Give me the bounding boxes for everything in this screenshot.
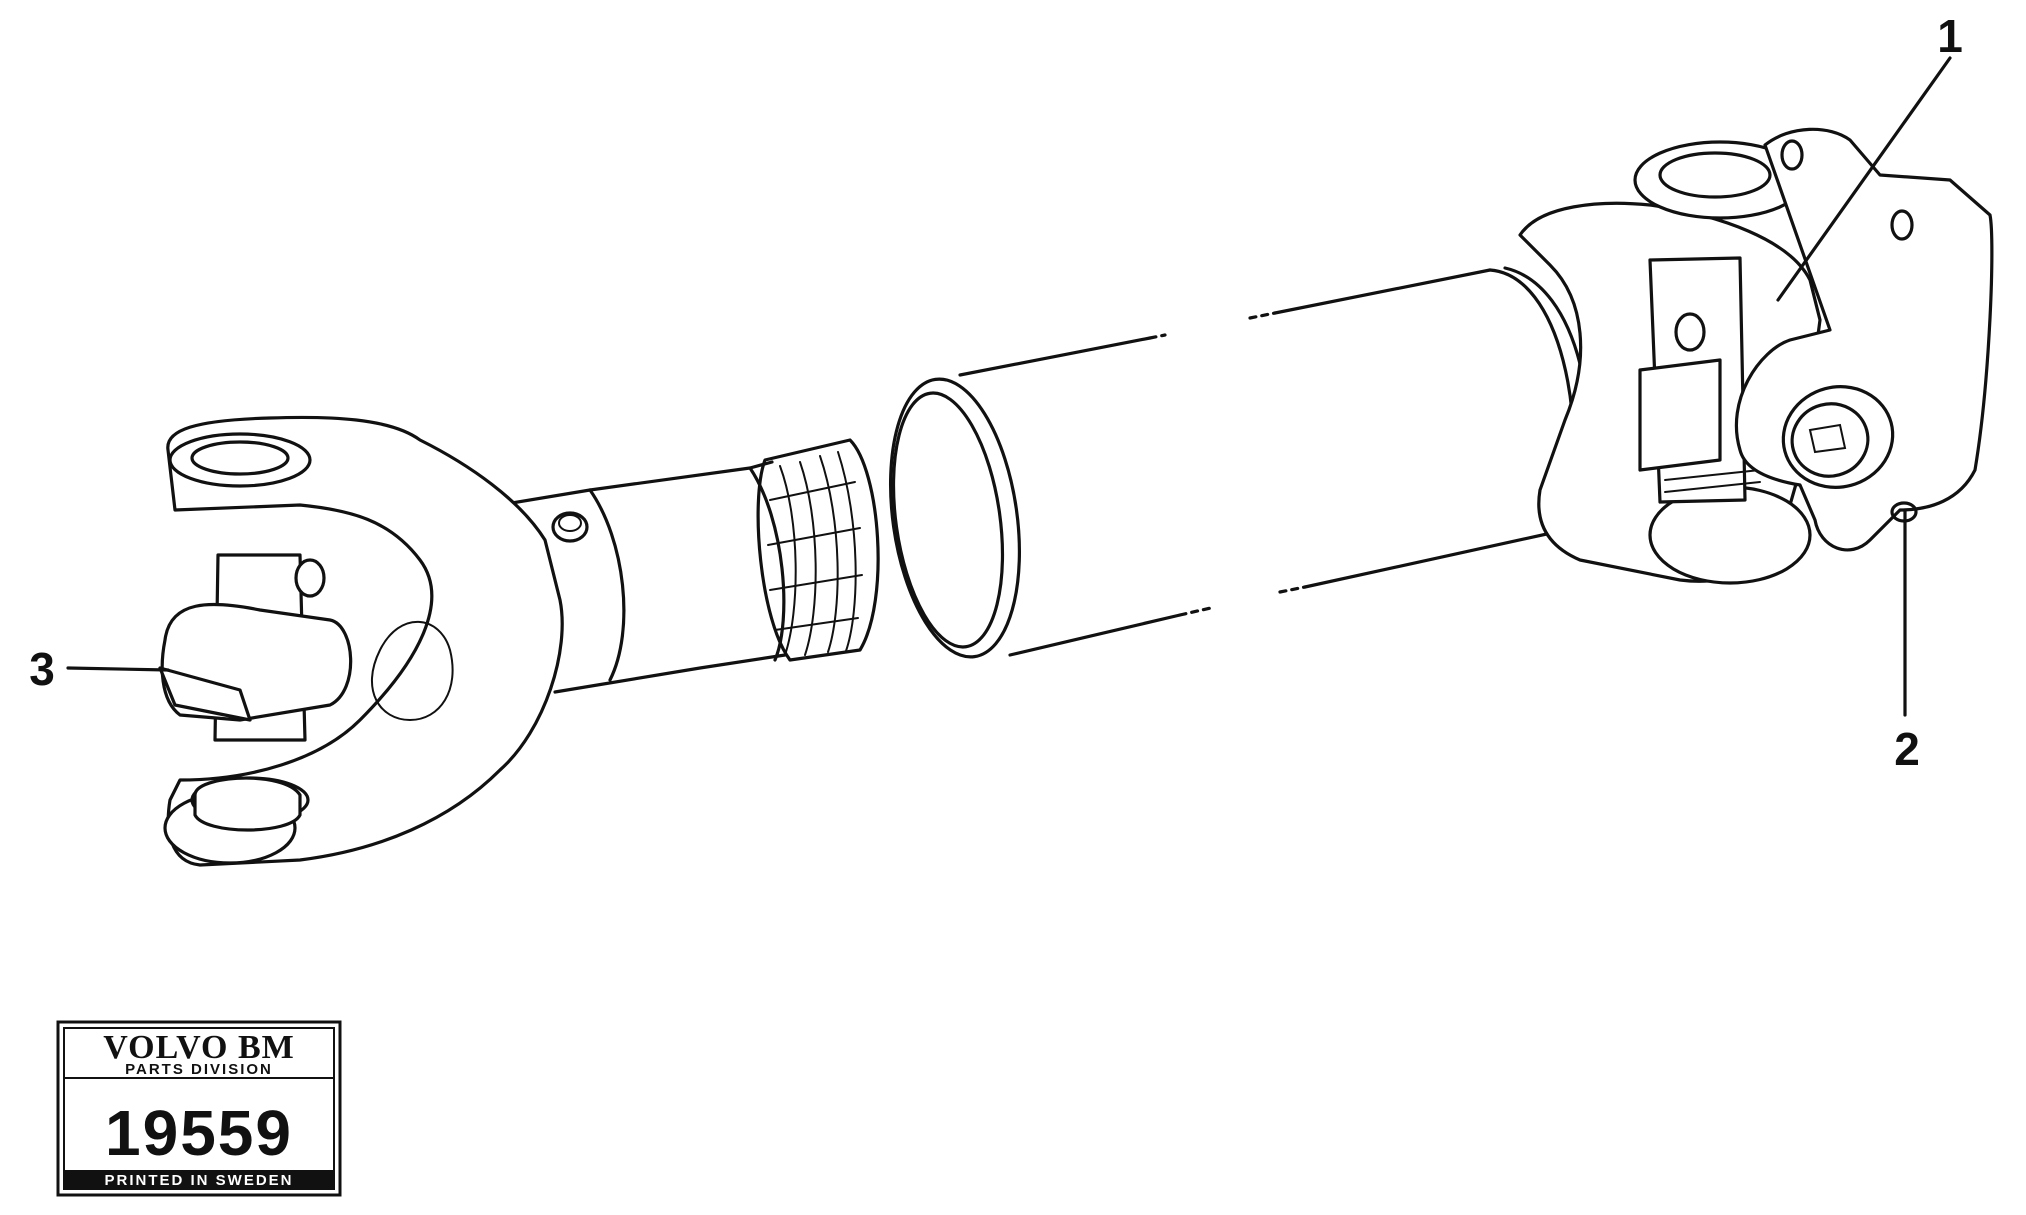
plate-brand: VOLVO BM <box>103 1029 294 1066</box>
shaft-tube <box>958 266 1591 657</box>
callout-label: 2 <box>1894 723 1920 775</box>
callout-label: 1 <box>1937 10 1963 62</box>
callout-2: 2 <box>1894 508 1920 775</box>
slip-sleeve <box>498 460 787 694</box>
plate-footer: PRINTED IN SWEDEN <box>104 1172 293 1189</box>
callout-label: 3 <box>29 643 55 695</box>
plate-number: 19559 <box>105 1097 293 1169</box>
plate-division: PARTS DIVISION <box>125 1061 273 1078</box>
spline-nut <box>756 438 880 662</box>
callout-3: 3 <box>29 643 170 695</box>
left-universal-joint <box>158 553 454 832</box>
tube-flange <box>888 377 1022 659</box>
companion-flange <box>1734 127 1994 552</box>
parts-division-plate: VOLVO BM PARTS DIVISION 19559 PRINTED IN… <box>56 1020 342 1197</box>
callout-1: 1 <box>1776 10 1963 302</box>
